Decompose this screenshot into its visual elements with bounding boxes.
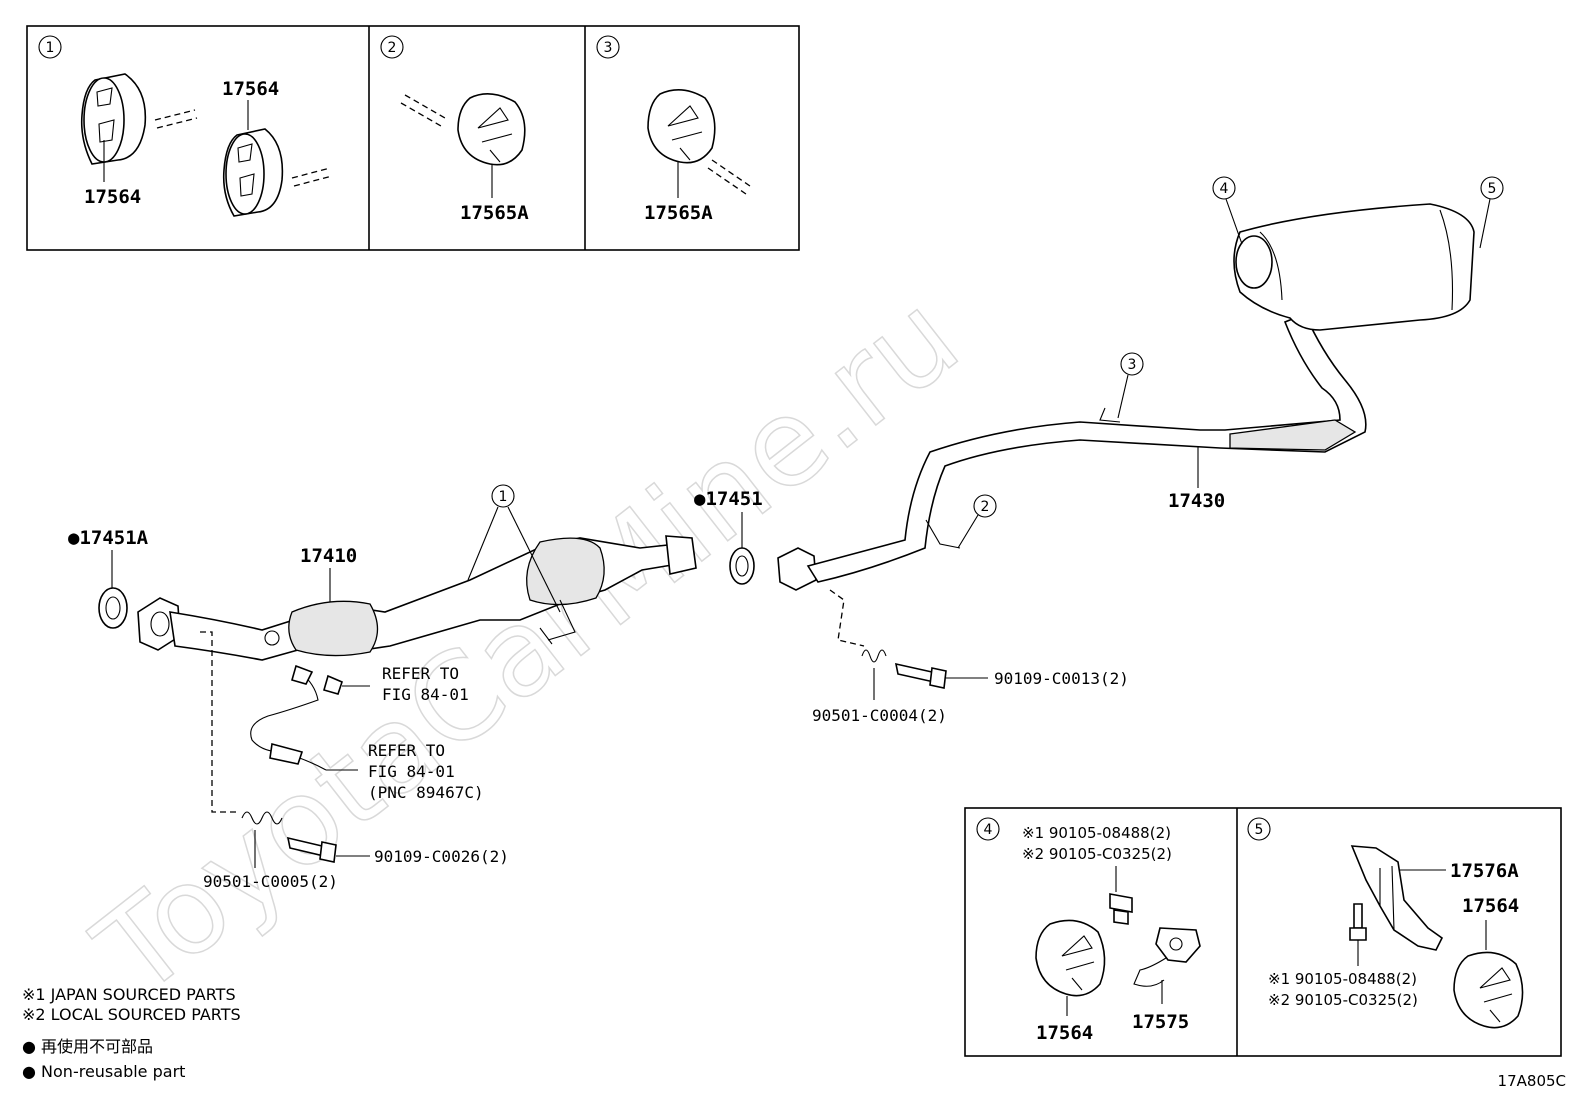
inset-5-bolt-line2: ※2 90105-C0325(2) bbox=[1268, 991, 1418, 1009]
legend-line2: ※2 LOCAL SOURCED PARTS bbox=[22, 1005, 241, 1024]
center-spring-label: 90501-C0004(2) bbox=[812, 706, 947, 725]
inset-1-part-top: 17564 bbox=[222, 78, 279, 100]
center-bolt-label: 90109-C0013(2) bbox=[994, 669, 1129, 688]
rubber-hanger-icon bbox=[80, 73, 147, 165]
inset-4-part-left: 17564 bbox=[1036, 1022, 1093, 1044]
inset-box-bottom bbox=[964, 807, 1562, 1057]
legend-line4: ● Non-reusable part bbox=[22, 1062, 185, 1081]
callout-1: 1 bbox=[467, 484, 561, 613]
tail-pipe-muffler: 17430 bbox=[777, 203, 1475, 591]
inset-1: 1 17564 17564 bbox=[38, 35, 333, 217]
inset-4-bolt-line2: ※2 90105-C0325(2) bbox=[1022, 845, 1172, 863]
inset-4-part-right: 17575 bbox=[1132, 1011, 1189, 1033]
refer2-line2: FIG 84-01 bbox=[368, 762, 455, 781]
rubber-hanger-icon bbox=[647, 89, 716, 164]
inset-5: 5 17576A 17564 ※1 90105-08488(2) ※2 9010… bbox=[1247, 817, 1524, 1029]
legend-line3: ● 再使用不可部品 bbox=[22, 1037, 153, 1056]
inset-5-marker: 5 bbox=[1255, 822, 1264, 838]
inset-1-marker: 1 bbox=[46, 40, 55, 56]
bolt-icon bbox=[1109, 893, 1133, 925]
gasket-front-label: ●17451A bbox=[68, 527, 149, 549]
inset-4-marker: 4 bbox=[984, 822, 993, 838]
rubber-hanger-icon bbox=[222, 128, 284, 217]
front-spring-label: 90501-C0005(2) bbox=[203, 872, 338, 891]
figure-code: 17A805C bbox=[1498, 1072, 1566, 1090]
refer1-line1: REFER TO bbox=[382, 664, 459, 683]
callout-5: 5 bbox=[1479, 176, 1504, 249]
rubber-hanger-icon bbox=[457, 93, 526, 166]
callout-2: 2 bbox=[957, 494, 997, 549]
tail-pipe-label: 17430 bbox=[1168, 490, 1225, 512]
inset-5-hanger-label: 17564 bbox=[1462, 895, 1519, 917]
rubber-hanger-icon bbox=[1453, 951, 1524, 1029]
inset-5-bracket-label: 17576A bbox=[1450, 860, 1519, 882]
callout-2-text: 2 bbox=[981, 499, 990, 515]
hanger-bracket-icon bbox=[1133, 927, 1201, 987]
center-spring-bolt: 90109-C0013(2) 90501-C0004(2) bbox=[812, 589, 1129, 725]
callout-3: 3 bbox=[1117, 352, 1144, 419]
front-spring-bolt: 90109-C0026(2) 90501-C0005(2) bbox=[200, 631, 509, 891]
refer2-line3: (PNC 89467C) bbox=[368, 783, 484, 802]
front-pipe-label: 17410 bbox=[300, 545, 357, 567]
refer-note-1: REFER TO FIG 84-01 bbox=[342, 664, 469, 704]
inset-2-part: 17565A bbox=[460, 202, 529, 224]
inset-5-bolt-line1: ※1 90105-08488(2) bbox=[1268, 970, 1417, 988]
rubber-hanger-icon bbox=[1035, 919, 1106, 997]
inset-4: 4 ※1 90105-08488(2) ※2 90105-C0325(2) 17… bbox=[976, 817, 1201, 1044]
bolt-icon bbox=[1349, 903, 1367, 941]
inset-2-marker: 2 bbox=[388, 40, 397, 56]
legend: ※1 JAPAN SOURCED PARTS ※2 LOCAL SOURCED … bbox=[22, 985, 241, 1081]
inset-2: 2 17565A bbox=[380, 35, 529, 224]
callout-5-text: 5 bbox=[1488, 181, 1497, 197]
gasket-center: ●17451 bbox=[694, 488, 763, 585]
gasket-center-label: ●17451 bbox=[694, 488, 763, 510]
legend-line1: ※1 JAPAN SOURCED PARTS bbox=[22, 985, 236, 1004]
front-bolt-label: 90109-C0026(2) bbox=[374, 847, 509, 866]
refer2-line1: REFER TO bbox=[368, 741, 445, 760]
callout-3-text: 3 bbox=[1128, 357, 1137, 373]
inset-3-part: 17565A bbox=[644, 202, 713, 224]
inset-1-part-bottom: 17564 bbox=[84, 186, 141, 208]
inset-box-top bbox=[26, 25, 800, 251]
inset-3-marker: 3 bbox=[604, 40, 613, 56]
bracket-icon bbox=[1350, 845, 1444, 951]
inset-4-bolt-line1: ※1 90105-08488(2) bbox=[1022, 824, 1171, 842]
front-exhaust-pipe: 17410 bbox=[137, 535, 697, 771]
refer-note-2: REFER TO FIG 84-01 (PNC 89467C) bbox=[326, 741, 484, 802]
gasket-front: ●17451A bbox=[68, 527, 149, 629]
refer1-line2: FIG 84-01 bbox=[382, 685, 469, 704]
inset-3: 3 17565A bbox=[596, 35, 751, 224]
callout-4: 4 bbox=[1212, 176, 1243, 245]
callout-1-text: 1 bbox=[499, 489, 508, 505]
callout-4-text: 4 bbox=[1220, 181, 1229, 197]
